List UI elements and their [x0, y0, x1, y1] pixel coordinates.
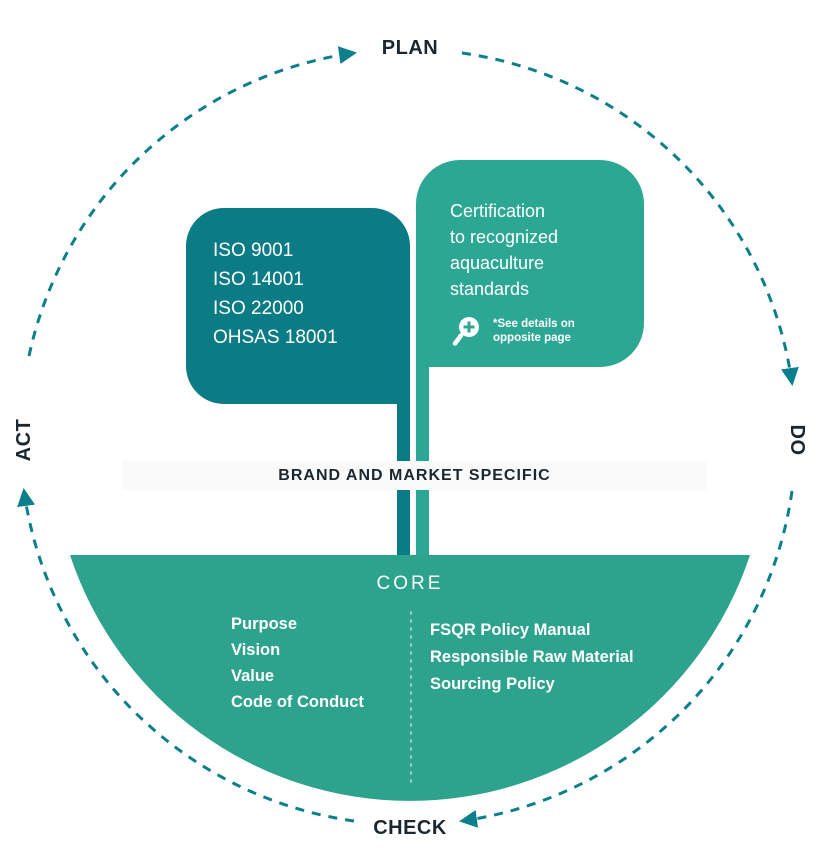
cycle-label-check: CHECK [373, 817, 447, 839]
iso-item: ISO 9001 [213, 240, 294, 261]
cert-title-line: aquaculture [450, 253, 545, 273]
cert-title-line: to recognized [450, 227, 559, 247]
cert-box-stem [416, 356, 429, 558]
iso-item: ISO 22000 [213, 298, 304, 319]
core-right-item: Responsible Raw Material [430, 648, 634, 666]
iso-item: ISO 14001 [213, 269, 304, 290]
core-left-item: Code of Conduct [231, 693, 364, 711]
iso-standards-box: ISO 9001 ISO 14001 ISO 22000 OHSAS 18001 [186, 208, 410, 404]
brand-band: BRAND AND MARKET SPECIFIC [122, 461, 707, 490]
core-right-list: FSQR Policy Manual Responsible Raw Mater… [430, 617, 634, 698]
see-details-text: *See details on opposite page [493, 318, 575, 344]
core-left-item: Purpose [231, 615, 298, 633]
cycle-label-plan: PLAN [381, 37, 439, 59]
cert-title-line: standards [450, 279, 530, 299]
core-left-item: Value [231, 667, 275, 685]
core-right-item: FSQR Policy Manual [430, 621, 591, 639]
certification-box: Certification to recognized aquaculture … [416, 160, 644, 367]
core-left-item: Vision [231, 641, 281, 659]
core-left-list: Purpose Vision Value Code of Conduct [231, 611, 364, 715]
cert-title-line: Certification [450, 201, 546, 221]
see-details-note: *See details on opposite page [450, 314, 644, 348]
core-title: CORE [376, 573, 444, 594]
iso-item: OHSAS 18001 [213, 327, 338, 348]
core-right-item: Sourcing Policy [430, 675, 555, 693]
cycle-label-do: DO [786, 424, 809, 456]
magnifier-plus-icon [452, 317, 479, 346]
brand-band-label: BRAND AND MARKET SPECIFIC [278, 466, 551, 484]
cycle-label-act: ACT [12, 418, 35, 462]
